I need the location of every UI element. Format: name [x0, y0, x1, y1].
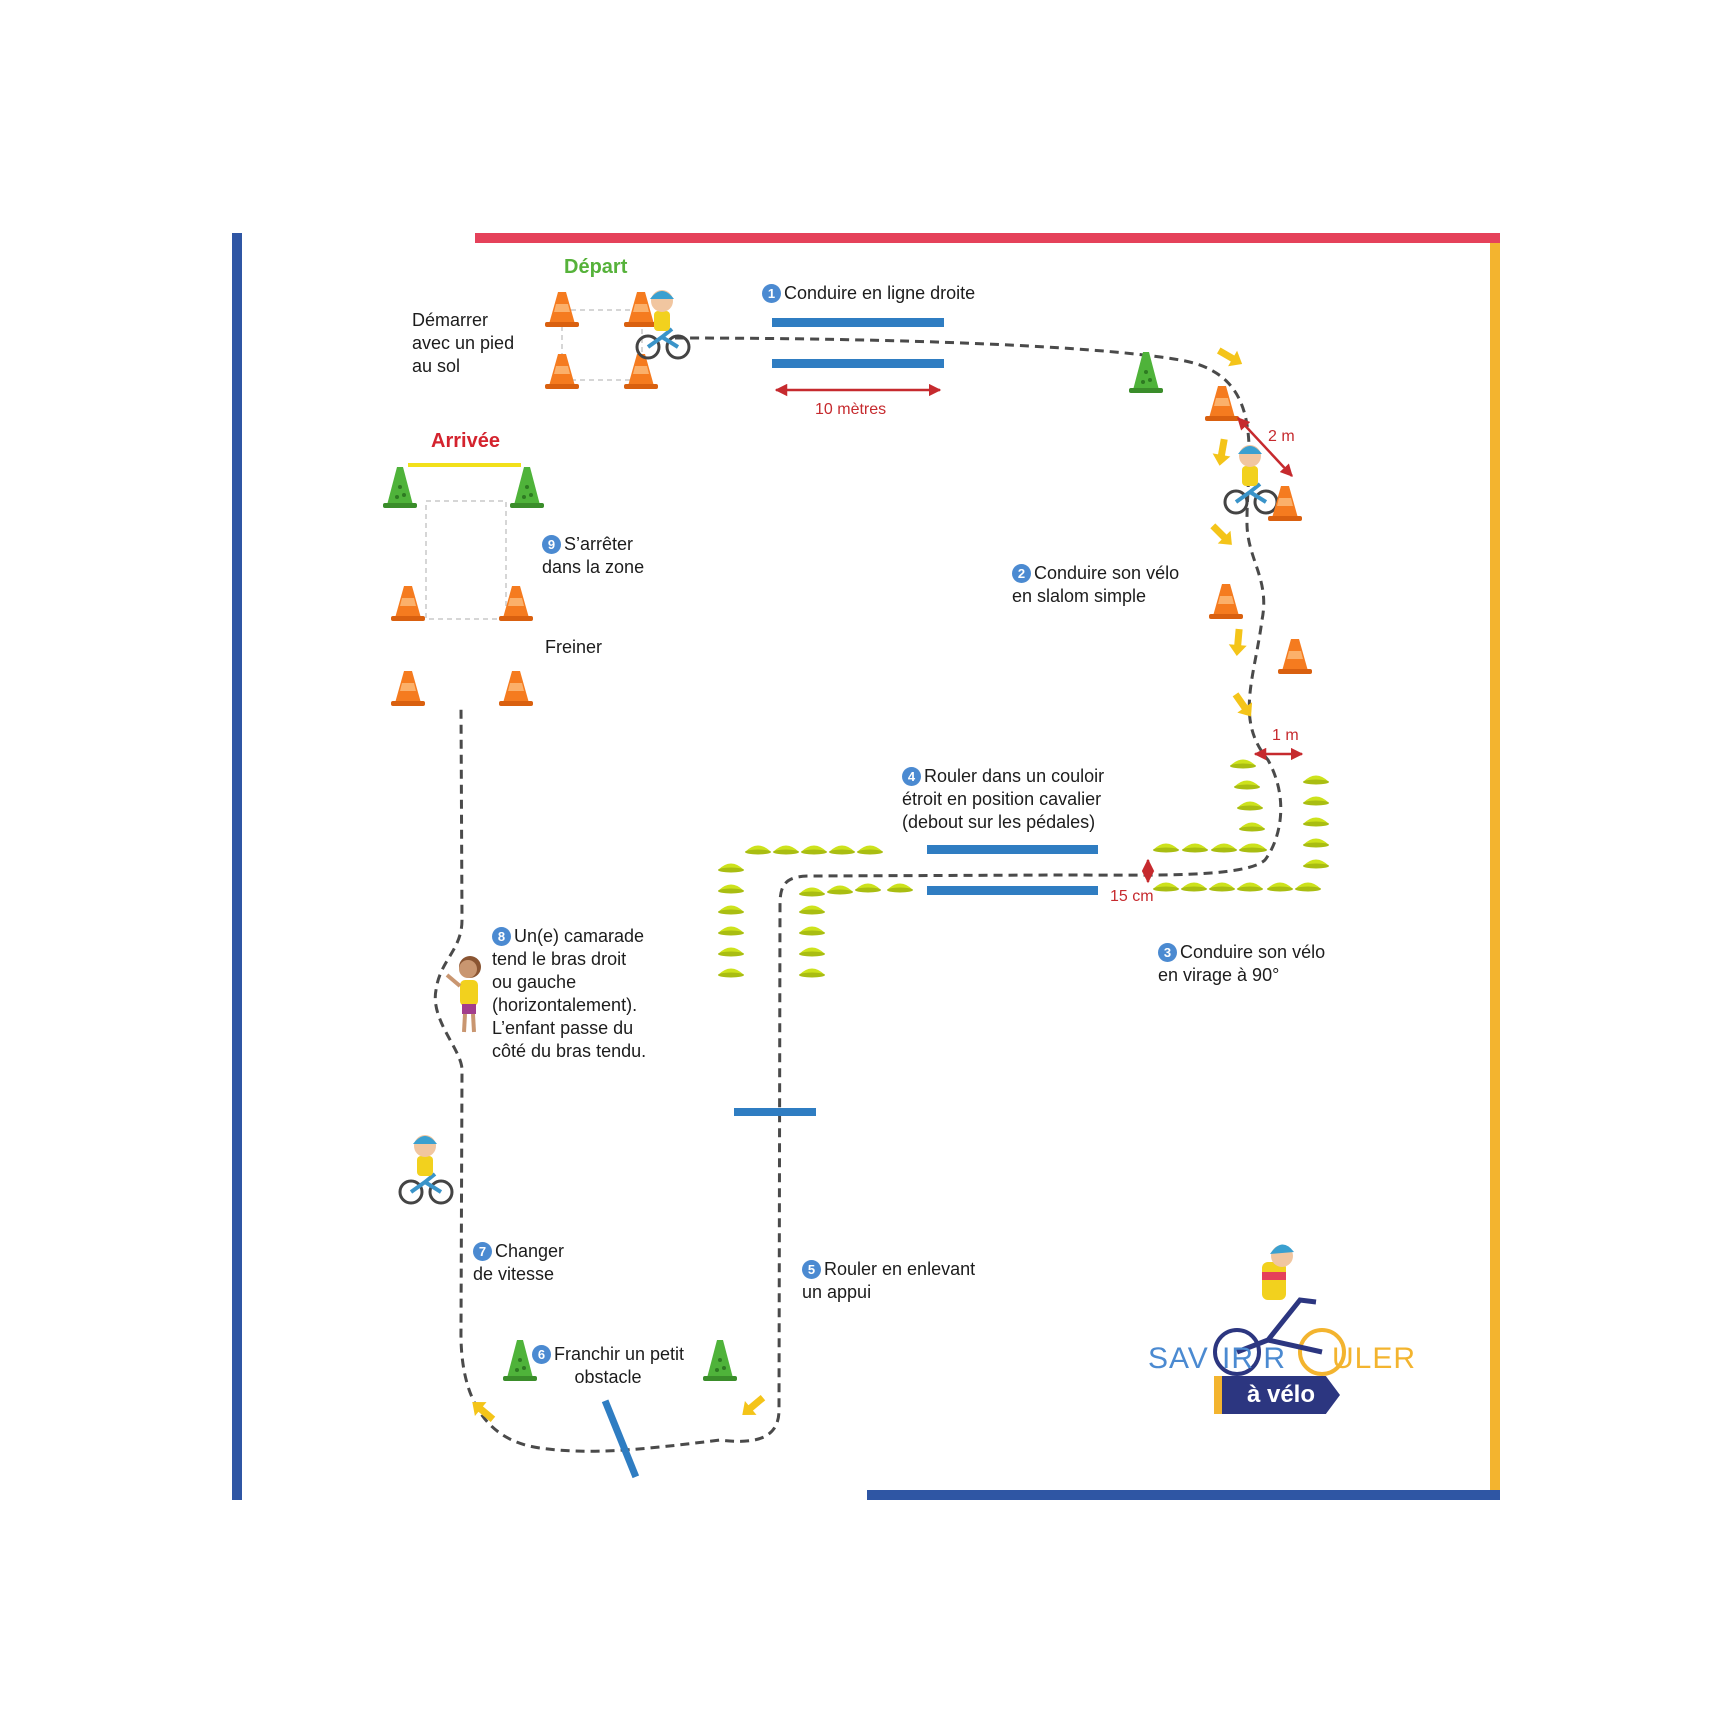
- finish-title: Arrivée: [431, 430, 500, 452]
- logo-cyclist-icon: [1213, 1244, 1346, 1376]
- direction-arrow-icon: [466, 1395, 499, 1427]
- straight-line-top: [772, 318, 944, 327]
- traffic-cone-icon: [1209, 584, 1243, 619]
- bike-rider-icon: [398, 1133, 454, 1205]
- logo-accent: [1214, 1376, 1222, 1414]
- direction-arrow-icon: [1210, 437, 1234, 468]
- measure-15cm: 15 cm: [1110, 888, 1154, 905]
- direction-arrow-icon: [1206, 519, 1239, 552]
- traffic-cone-icon: [499, 586, 533, 621]
- traffic-cone-icon: [510, 467, 544, 508]
- frame-right-yellow: [1490, 243, 1500, 1500]
- traffic-cone-icon: [391, 671, 425, 706]
- obstacle-plank: [601, 1399, 640, 1479]
- logo-word-left: SAV: [1148, 1342, 1209, 1375]
- direction-arrow-icon: [736, 1390, 769, 1422]
- traffic-cone-icon: [1278, 639, 1312, 674]
- stop-zone: [425, 500, 507, 620]
- frame-top-red: [475, 233, 1500, 243]
- one-hand-line: [734, 1108, 816, 1116]
- measure-1m: 1 m: [1272, 727, 1299, 744]
- traffic-cone-icon: [1268, 486, 1302, 521]
- brake-label: Freiner: [545, 637, 603, 657]
- direction-arrow-icon: [1214, 342, 1247, 372]
- traffic-cone-icon: [624, 354, 658, 389]
- frame-bottom-blue: [867, 1490, 1500, 1500]
- straight-line-bottom: [772, 359, 944, 368]
- measure-2m: 2 m: [1268, 428, 1295, 445]
- traffic-cone-icon: [383, 467, 417, 508]
- start-note: Démarrer avec un pied au sol: [412, 310, 515, 376]
- traffic-cone-icon: [545, 354, 579, 389]
- marker-disc-group-left: [718, 845, 913, 978]
- direction-arrow-icon: [1228, 689, 1259, 722]
- logo-word-mid: IR R: [1222, 1342, 1286, 1375]
- corridor-line-top: [927, 845, 1098, 854]
- distance-arrow-2m: [1237, 417, 1293, 477]
- marker-disc-group-right: [1153, 759, 1329, 892]
- traffic-cone-icon: [499, 671, 533, 706]
- waving-child-icon: [445, 956, 481, 1033]
- bike-rider-icon: [1223, 443, 1279, 515]
- logo-tagline: à vélo: [1222, 1376, 1340, 1414]
- logo-word-right: ULER: [1332, 1342, 1417, 1375]
- start-title: Départ: [564, 256, 628, 278]
- traffic-cone-icon: [703, 1340, 737, 1381]
- traffic-cone-icon: [391, 586, 425, 621]
- corridor-line-bottom: [927, 886, 1098, 895]
- direction-arrow-icon: [1227, 628, 1249, 657]
- start-zone: [561, 309, 643, 381]
- frame-left-blue: [232, 233, 242, 1500]
- measure-10m: 10 mètres: [815, 401, 887, 418]
